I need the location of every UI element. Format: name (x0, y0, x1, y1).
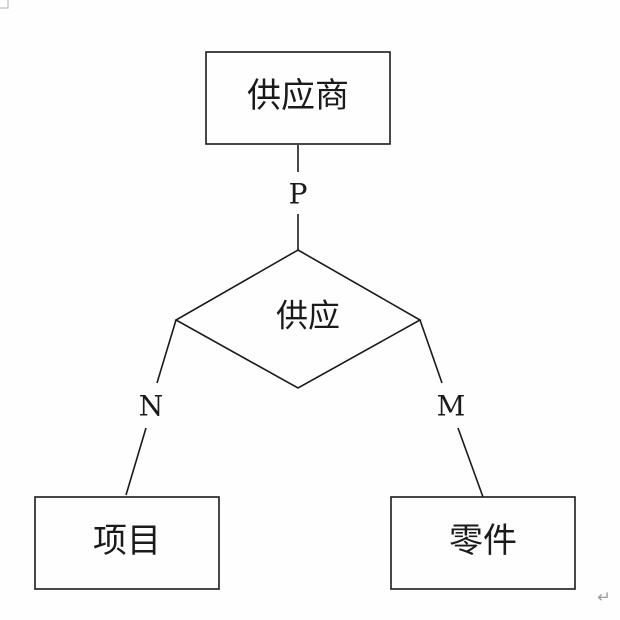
entity-supplier-box (205, 51, 391, 145)
paragraph-return-icon: ↵ (597, 588, 610, 607)
entity-part: 零件 (390, 496, 576, 590)
edge-part-bottom (457, 427, 484, 498)
corner-mark (0, 0, 9, 9)
edge-project-top (156, 319, 177, 384)
edge-part-top (419, 319, 443, 384)
entity-project: 项目 (34, 496, 220, 590)
edge-project-bottom (125, 427, 147, 496)
entity-supplier-label: 供应商 (247, 76, 349, 116)
entity-project-label: 项目 (93, 521, 161, 561)
cardinality-project: N (139, 390, 164, 423)
relationship-supply-label: 供应 (276, 297, 340, 335)
entity-supplier: 供应商 (205, 51, 391, 145)
entity-project-box (34, 496, 220, 590)
entity-part-label: 零件 (449, 521, 517, 561)
relationship-supply: 供应 (174, 249, 422, 389)
relationship-supply-diamond (174, 249, 422, 389)
entity-part-box (390, 496, 576, 590)
cardinality-part: M (437, 390, 466, 423)
cardinality-supplier: P (289, 178, 308, 211)
